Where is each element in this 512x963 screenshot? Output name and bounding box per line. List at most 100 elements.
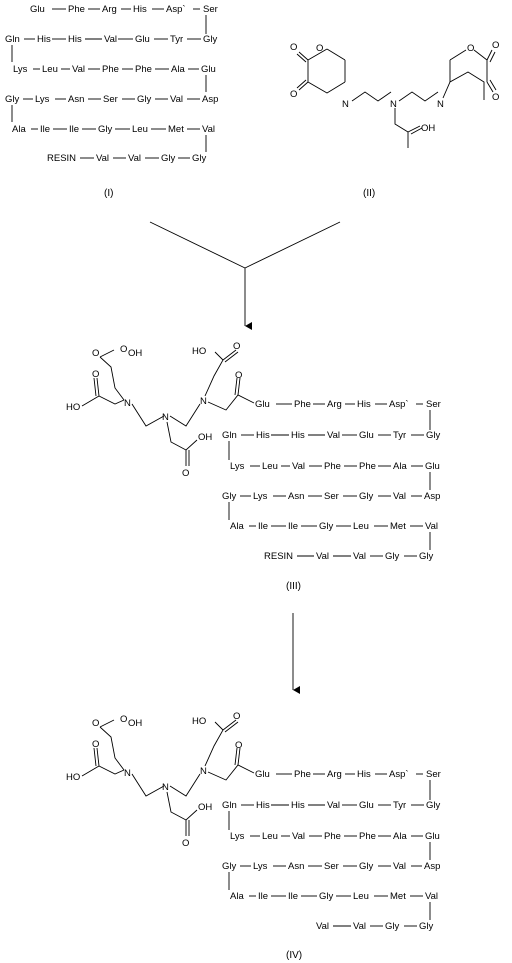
atom-oh: OH: [198, 802, 212, 813]
residue: Val: [316, 921, 329, 932]
residue: Glu: [255, 399, 270, 410]
atom-oh: OH: [198, 432, 212, 443]
bond: [99, 349, 115, 358]
atom-ho: HO: [66, 772, 80, 783]
residue: Lys: [13, 64, 28, 75]
bond: [449, 49, 467, 61]
atom-n: N: [162, 412, 169, 423]
residue: Val: [425, 521, 438, 532]
atom-o: O: [235, 740, 242, 751]
arrow-branch-right: [244, 221, 341, 269]
residue: His: [291, 800, 305, 811]
atom-n: N: [200, 766, 207, 777]
residue: Met: [390, 891, 406, 902]
residue: Gly: [98, 124, 113, 135]
residue: Val: [425, 891, 438, 902]
residue: Lys: [35, 94, 50, 105]
residue: Gly: [359, 861, 374, 872]
bond: [96, 377, 100, 397]
compound-label-I: (I): [104, 188, 113, 199]
atom-ho: HO: [192, 346, 206, 357]
bond: [298, 81, 309, 91]
atom-o: O: [492, 40, 499, 51]
bond: [489, 51, 496, 63]
residue: Phe: [68, 4, 85, 15]
bond: [169, 403, 201, 427]
residue: Gly: [222, 491, 237, 502]
residue: Phe: [324, 461, 341, 472]
residue: Gly: [161, 153, 176, 164]
bond: [131, 403, 165, 427]
residue: Val: [202, 124, 215, 135]
residue: Ala: [393, 461, 407, 472]
bond: [169, 773, 201, 797]
residue: Lys: [230, 831, 245, 842]
bond: [224, 351, 239, 363]
residue: Met: [390, 521, 406, 532]
atom-o: O: [92, 369, 99, 380]
bond: [326, 48, 346, 61]
residue: Gly: [222, 861, 237, 872]
atom-ho: HO: [66, 402, 80, 413]
residue: Ser: [324, 861, 339, 872]
residue: Ile: [258, 521, 268, 532]
residue: Asp`: [389, 399, 409, 410]
residue: Gly: [419, 921, 434, 932]
residue: Ser: [426, 399, 441, 410]
bond: [99, 356, 125, 401]
atom-o: O: [120, 344, 127, 355]
residue: Ser: [426, 769, 441, 780]
residue: Leu: [262, 831, 278, 842]
atom-o: O: [492, 92, 499, 103]
bond: [237, 377, 241, 396]
bond: [99, 726, 125, 771]
residue: His: [133, 4, 147, 15]
residue: Gly: [385, 921, 400, 932]
residue: Leu: [132, 124, 148, 135]
residue: Phe: [294, 769, 311, 780]
atom-o: O: [182, 838, 189, 849]
residue: Val: [353, 921, 366, 932]
residue: Val: [353, 551, 366, 562]
residue: Gly: [426, 430, 441, 441]
residue: Val: [128, 153, 141, 164]
atom-n: N: [124, 768, 131, 779]
residue: Arg: [327, 399, 342, 410]
residue: Ile: [40, 124, 50, 135]
atom-o: O: [92, 739, 99, 750]
compound-label-IV: (IV): [286, 950, 302, 961]
residue: Leu: [42, 64, 58, 75]
residue: Glu: [359, 800, 374, 811]
residue: Glu: [30, 4, 45, 15]
residue: Phe: [324, 831, 341, 842]
compound-label-III: (III): [286, 581, 301, 592]
compound-II: O O O N N N OH O O O (II): [290, 40, 499, 199]
residue: Phe: [135, 64, 152, 75]
atom-n: N: [162, 782, 169, 793]
residue: His: [291, 430, 305, 441]
atom-o: O: [92, 348, 99, 359]
bond: [131, 773, 165, 797]
bond: [166, 421, 198, 451]
residue: Asn: [288, 491, 304, 502]
residue: Val: [393, 491, 406, 502]
residue: Tyr: [170, 34, 183, 45]
residue: Ala: [230, 521, 244, 532]
atom-o: O: [92, 718, 99, 729]
residue: Val: [316, 551, 329, 562]
atom-oh: OH: [421, 123, 435, 134]
atom-n: N: [390, 99, 397, 110]
atom-o: O: [233, 711, 240, 722]
bond: [234, 377, 238, 396]
compound-IV: O OH O HO O N N O OH N HO O O Glu Phe Ar…: [66, 711, 441, 961]
residue: Arg: [102, 4, 117, 15]
residue: Glu: [255, 769, 270, 780]
bond: [398, 91, 439, 102]
compound-label-II: (II): [363, 188, 375, 199]
bond: [81, 395, 125, 407]
residue: His: [256, 800, 270, 811]
bond: [394, 108, 409, 148]
bond: [296, 79, 307, 89]
bond: [473, 49, 488, 61]
